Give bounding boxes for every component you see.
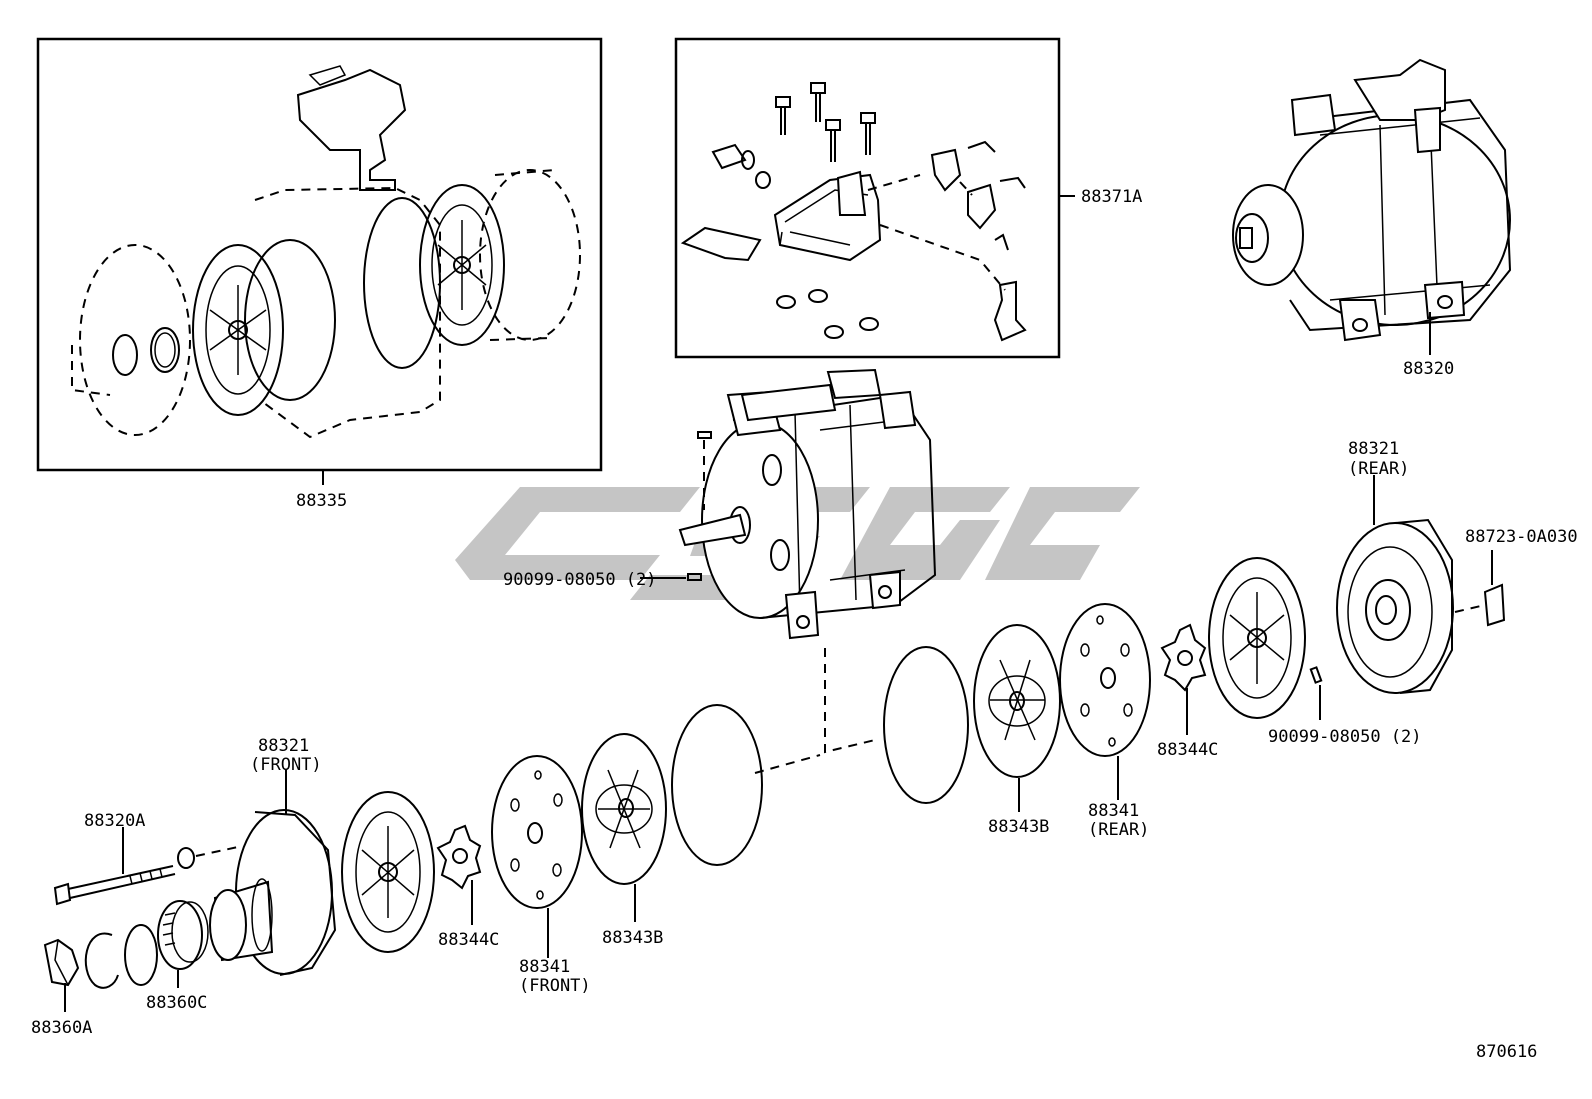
housing-outline (254, 186, 441, 439)
service-valve-fitting[interactable] (711, 143, 771, 189)
label-88343B-rear[interactable]: 88343B (988, 817, 1049, 837)
o-ring-set[interactable] (776, 289, 879, 339)
gasket-front[interactable] (341, 791, 435, 953)
label-88344C-rear[interactable]: 88344C (1157, 740, 1218, 760)
center-axis-dash (824, 648, 876, 754)
label-88321-front-sub[interactable]: (FRONT) (250, 755, 322, 775)
label-88320[interactable]: 88320 (1403, 359, 1454, 379)
pressure-plate-front[interactable] (581, 733, 667, 885)
reed-valve-front[interactable] (436, 824, 482, 890)
shaft-seal-hub[interactable] (71, 244, 191, 436)
label-88335[interactable]: 88335 (296, 491, 347, 511)
label-88360C[interactable]: 88360C (146, 993, 207, 1013)
label-88723[interactable]: 88723-0A030 (1465, 527, 1578, 547)
label-88341-front[interactable]: 88341 (519, 957, 570, 977)
valve-plate-rear[interactable] (1059, 603, 1151, 757)
kit-88335-box (36, 37, 603, 472)
label-88371A[interactable]: 88371A (1081, 187, 1142, 207)
bolt-axis-dash (195, 846, 239, 857)
through-bolt[interactable] (53, 865, 176, 906)
label-plate[interactable] (1483, 583, 1506, 627)
watermark-logo (455, 487, 1140, 600)
rear-axis-dash (1454, 604, 1486, 613)
dowel-pin-rear[interactable] (1309, 666, 1323, 684)
rear-gasket[interactable] (419, 184, 505, 346)
control-valve-body[interactable] (773, 170, 882, 262)
valve-plate-gasket[interactable] (192, 244, 284, 416)
washer[interactable] (177, 847, 195, 869)
front-cylinder-head[interactable] (209, 809, 337, 976)
rear-cylinder-head[interactable] (1336, 518, 1454, 694)
label-88341-rear-sub[interactable]: (REAR) (1088, 820, 1149, 840)
reed-valve-rear[interactable] (1160, 623, 1207, 692)
sensor-bracket[interactable] (930, 140, 1027, 342)
seal-sleeve[interactable] (43, 938, 80, 987)
label-88360A[interactable]: 88360A (31, 1018, 92, 1038)
control-gasket[interactable] (680, 226, 762, 262)
gasket-rear[interactable] (1208, 557, 1306, 719)
label-88341-front-sub[interactable]: (FRONT) (519, 976, 591, 996)
o-ring-front-large[interactable] (671, 704, 763, 866)
label-88341-rear[interactable]: 88341 (1088, 801, 1139, 821)
label-88321-rear-sub[interactable]: (REAR) (1348, 459, 1409, 479)
valve-plate-front[interactable] (491, 755, 583, 909)
label-90099-rear[interactable]: 90099-08050 (2) (1268, 727, 1422, 747)
snap-ring[interactable] (84, 932, 119, 989)
o-ring-rear-large[interactable] (883, 646, 969, 804)
control-valve[interactable] (296, 65, 407, 191)
kit-88371A-box (674, 37, 1061, 359)
o-ring-rear[interactable] (363, 197, 441, 369)
o-ring-large[interactable] (244, 239, 336, 401)
dowel-pin-top[interactable] (687, 431, 712, 581)
pressure-plate-rear[interactable] (973, 624, 1061, 778)
compressor-housing[interactable] (678, 368, 937, 640)
middle-axis-dash (754, 754, 821, 774)
assembly-dashes (867, 174, 1006, 291)
figure-number: 870616 (1476, 1042, 1537, 1062)
shaft-seal[interactable] (157, 900, 209, 970)
rear-cover-outline (479, 169, 581, 341)
compressor-assembly[interactable] (1232, 58, 1512, 342)
o-ring-small[interactable] (124, 924, 158, 986)
label-88321-rear[interactable]: 88321 (1348, 439, 1399, 459)
label-88320A[interactable]: 88320A (84, 811, 145, 831)
label-88344C-front[interactable]: 88344C (438, 930, 499, 950)
bolt-set[interactable] (775, 82, 876, 162)
label-88321-front[interactable]: 88321 (258, 736, 309, 756)
label-90099-top[interactable]: 90099-08050 (2) (503, 570, 657, 590)
label-88343B-front[interactable]: 88343B (602, 928, 663, 948)
